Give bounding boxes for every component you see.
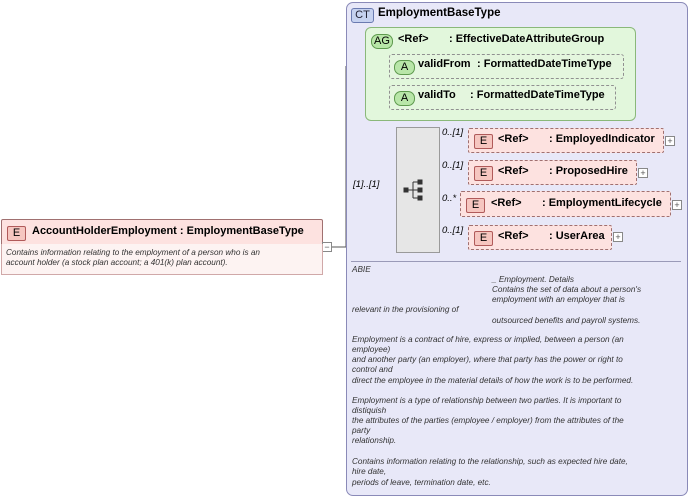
complex-type-badge: CT <box>351 8 374 23</box>
doc-line: periods of leave, termination date, etc. <box>352 478 491 487</box>
doc-line: Employment is a type of relationship bet… <box>352 396 622 405</box>
root-element-name: AccountHolderEmployment : EmploymentBase… <box>32 225 304 237</box>
attribute-type: : FormattedDateTimeType <box>477 58 612 70</box>
attribute-type: : FormattedDateTimeType <box>470 89 605 101</box>
sequence-icon <box>403 179 423 201</box>
doc-line: Employment is a contract of hire, expres… <box>352 335 624 344</box>
doc-line: distiquish <box>352 406 387 415</box>
attribute-box-validto[interactable] <box>389 85 616 110</box>
element-name: : ProposedHire <box>549 165 628 177</box>
attribute-badge: A <box>394 60 415 75</box>
doc-line: party <box>352 426 371 435</box>
doc-line: ABIE <box>352 265 371 274</box>
doc-line: _ Employment. Details <box>492 275 574 284</box>
element-ref: <Ref> <box>498 165 529 177</box>
element-badge: E <box>474 166 493 181</box>
doc-line: hire date, <box>352 467 387 476</box>
doc-line: control and <box>352 365 393 374</box>
element-ref: <Ref> <box>491 197 522 209</box>
element-cardinality: 0..[1] <box>442 225 464 236</box>
expand-icon[interactable]: + <box>672 200 682 210</box>
attribute-group-ref: <Ref> <box>398 33 429 45</box>
element-badge: E <box>7 226 26 241</box>
element-employedindicator[interactable] <box>468 128 664 153</box>
doc-line: Contains the set of data about a person'… <box>492 285 642 294</box>
attribute-badge: A <box>394 91 415 106</box>
complex-type-name: EmploymentBaseType <box>378 7 501 19</box>
attribute-name: validTo <box>418 89 456 101</box>
sequence-compositor[interactable] <box>396 127 440 253</box>
doc-line: relationship. <box>352 436 397 445</box>
element-cardinality: 0..[1] <box>442 160 464 171</box>
element-employmentlifecycle[interactable] <box>460 191 671 217</box>
doc-line: Contains information relating to the rel… <box>352 457 628 466</box>
doc-line: the attributes of the parties (employee … <box>352 416 624 425</box>
element-proposedhire[interactable] <box>468 160 637 185</box>
doc-line: relevant in the provisioning of <box>352 305 459 314</box>
element-name: : EmployedIndicator <box>549 133 655 145</box>
root-doc-line: account holder (a stock plan account; a … <box>6 258 228 267</box>
collapse-toggle-icon[interactable]: − <box>322 242 332 252</box>
doc-line: and another party (an employer), where t… <box>352 355 623 364</box>
element-badge: E <box>466 198 485 213</box>
attribute-name: validFrom <box>418 58 471 70</box>
attribute-group-badge: AG <box>371 34 393 49</box>
element-badge: E <box>474 231 493 246</box>
expand-icon[interactable]: + <box>665 136 675 146</box>
element-ref: <Ref> <box>498 230 529 242</box>
element-cardinality: 0..* <box>442 193 457 204</box>
sequence-cardinality: [1]..[1] <box>353 179 380 190</box>
expand-icon[interactable]: + <box>613 232 623 242</box>
element-name: : UserArea <box>549 230 605 242</box>
root-element-box[interactable] <box>1 219 323 246</box>
doc-line: direct the employee in the material deta… <box>352 376 634 385</box>
attribute-box-validfrom[interactable] <box>389 54 624 79</box>
root-doc-line: Contains information relating to the emp… <box>6 248 260 257</box>
element-ref: <Ref> <box>498 133 529 145</box>
expand-icon[interactable]: + <box>638 168 648 178</box>
doc-line: outsourced benefits and payroll systems. <box>492 316 641 325</box>
element-name: : EmploymentLifecycle <box>542 197 662 209</box>
element-cardinality: 0..[1] <box>442 127 464 138</box>
element-badge: E <box>474 134 493 149</box>
root-element-doc-box <box>1 244 323 275</box>
doc-line: employment with an employer that is <box>492 295 625 304</box>
doc-line: employee) <box>352 345 391 354</box>
doc-divider <box>351 261 681 262</box>
attribute-group-type: : EffectiveDateAttributeGroup <box>449 33 605 45</box>
